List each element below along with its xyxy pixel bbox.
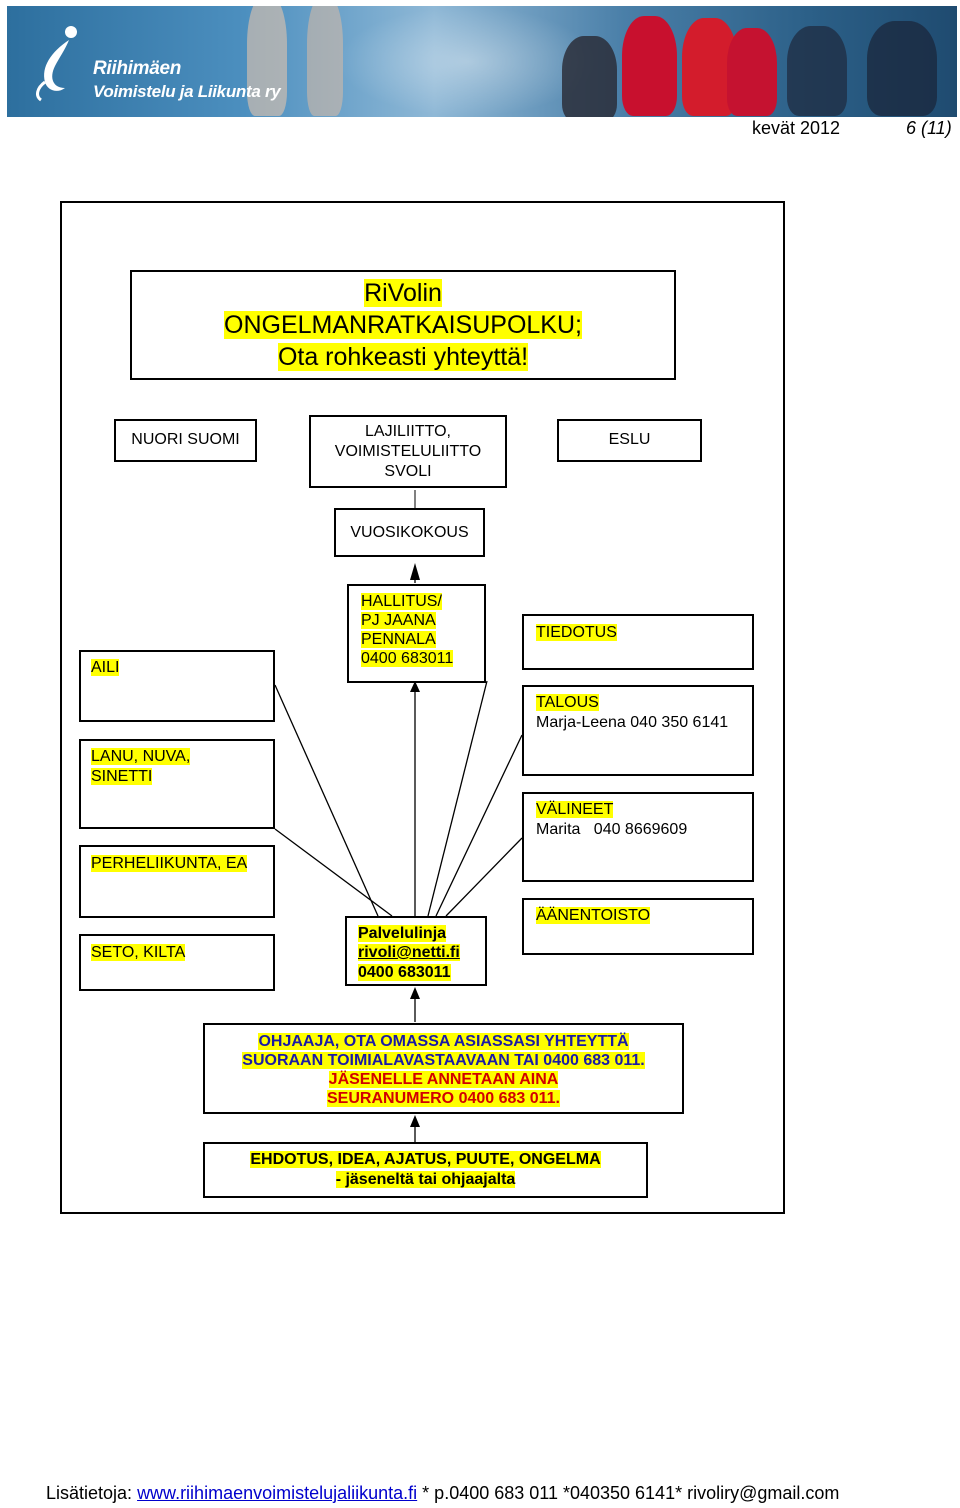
- aanentoisto-box: ÄÄNENTOISTO: [522, 898, 754, 955]
- gymnast-figure: [247, 6, 287, 116]
- gymnast-figure: [307, 6, 343, 116]
- valineet-label: VÄLINEET: [536, 801, 614, 818]
- gymnast-figure: [622, 16, 677, 116]
- tiedotus-box: TIEDOTUS: [522, 614, 754, 670]
- title-line2: ONGELMANRATKAISUPOLKU;: [224, 311, 582, 339]
- lajiliitto-line1: LAJILIITTO,: [365, 423, 451, 440]
- lajiliitto-line3: SVOLI: [384, 463, 432, 480]
- ehdotus-line1: EHDOTUS, IDEA, AJATUS, PUUTE, ONGELMA: [250, 1151, 601, 1168]
- valineet-box: VÄLINEET Marita 040 8669609: [522, 792, 754, 882]
- title-line1: RiVolin: [364, 279, 442, 307]
- connector-line: [435, 734, 523, 917]
- arrow-head: [410, 987, 420, 999]
- lanu-box: LANU, NUVA, SINETTI: [79, 739, 275, 829]
- connector-line: [427, 680, 488, 917]
- org-logo-icon: [36, 26, 77, 102]
- hallitus-box: HALLITUS/ PJ JAANA PENNALA 0400 683011: [347, 584, 486, 683]
- ohjaaja-line4: SEURANUMERO 0400 683 011.: [327, 1090, 560, 1107]
- palvelulinja-phone: 0400 683011: [358, 964, 451, 981]
- seto-label: SETO, KILTA: [91, 944, 186, 961]
- footer: Lisätietoja: www.riihimaenvoimistelujali…: [46, 1483, 839, 1504]
- header-date: kevät 2012: [752, 118, 841, 138]
- gymnast-figure: [727, 28, 777, 116]
- lanu-line1: LANU, NUVA,: [91, 748, 191, 765]
- gymnast-figure: [867, 21, 937, 116]
- connector-line: [445, 837, 523, 917]
- gymnast-figure: [787, 26, 847, 116]
- banner-glow: [337, 6, 597, 117]
- vuosikokous-label: VUOSIKOKOUS: [350, 524, 469, 541]
- footer-contacts: * p.0400 683 011 *040350 6141* rivoliry@…: [417, 1483, 840, 1503]
- arrow-head: [410, 681, 420, 692]
- nuori-suomi-box: NUORI SUOMI: [114, 419, 257, 462]
- lajiliitto-box: LAJILIITTO, VOIMISTELULIITTO SVOLI: [309, 415, 507, 488]
- seto-box: SETO, KILTA: [79, 934, 275, 991]
- footer-prefix: Lisätietoja:: [46, 1483, 138, 1503]
- eslu-label: ESLU: [608, 431, 651, 448]
- nuori-suomi-label: NUORI SUOMI: [131, 431, 240, 448]
- arrow-head: [410, 1115, 420, 1127]
- perheliikunta-label: PERHELIIKUNTA, EA: [91, 855, 248, 872]
- aanentoisto-label: ÄÄNENTOISTO: [536, 907, 651, 924]
- ohjaaja-line1: OHJAAJA, OTA OMASSA ASIASSASI YHTEYTTÄ: [258, 1033, 629, 1050]
- talous-label: TALOUS: [536, 694, 599, 711]
- valineet-contact: Marita 040 8669609: [536, 821, 688, 838]
- arrow-head: [410, 563, 420, 580]
- org-name-line1: Riihimäen: [93, 58, 182, 79]
- ehdotus-box: EHDOTUS, IDEA, AJATUS, PUUTE, ONGELMA - …: [203, 1142, 648, 1198]
- lajiliitto-line2: VOIMISTELULIITTO: [334, 443, 482, 460]
- talous-box: TALOUS Marja-Leena 040 350 6141: [522, 685, 754, 776]
- ehdotus-line2: - jäseneltä tai ohjaajalta: [335, 1171, 516, 1188]
- hallitus-phone: 0400 683011: [361, 650, 454, 667]
- palvelulinja-label: Palvelulinja: [358, 925, 447, 942]
- connector-line: [274, 828, 393, 917]
- chart-frame: [60, 201, 785, 1214]
- ohjaaja-line3: JÄSENELLE ANNETAAN AINA: [328, 1071, 559, 1088]
- ohjaaja-box: OHJAAJA, OTA OMASSA ASIASSASI YHTEYTTÄ S…: [203, 1023, 684, 1114]
- eslu-box: ESLU: [557, 419, 702, 462]
- palvelulinja-email: rivoli@netti.fi: [358, 944, 460, 961]
- connector-line: [274, 684, 379, 917]
- perheliikunta-box: PERHELIIKUNTA, EA: [79, 845, 275, 918]
- header-banner: Riihimäen Voimistelu ja Liikunta ry: [7, 6, 957, 117]
- talous-contact: Marja-Leena 040 350 6141: [536, 714, 729, 731]
- title-box: RiVolin ONGELMANRATKAISUPOLKU; Ota rohke…: [130, 270, 676, 380]
- tiedotus-label: TIEDOTUS: [536, 624, 617, 641]
- ohjaaja-line2: SUORAAN TOIMIALAVASTAAVAAN TAI 0400 683 …: [242, 1052, 645, 1069]
- hallitus-line2: PJ JAANA: [361, 612, 436, 629]
- aili-label: AILI: [91, 659, 120, 676]
- title-line3: Ota rohkeasti yhteyttä!: [277, 343, 529, 371]
- website-link[interactable]: www.riihimaenvoimistelujaliikunta.fi: [137, 1483, 418, 1503]
- hallitus-line1: HALLITUS/: [361, 593, 442, 610]
- lanu-line2: SINETTI: [91, 768, 153, 785]
- org-name-line2: Voimistelu ja Liikunta ry: [93, 82, 281, 101]
- gymnast-figure: [562, 36, 617, 117]
- aili-box: AILI: [79, 650, 275, 722]
- palvelulinja-box: Palvelulinja rivoli@netti.fi 0400 683011: [345, 916, 487, 986]
- page-number: 6 (11): [906, 118, 952, 138]
- vuosikokous-box: VUOSIKOKOUS: [334, 508, 485, 557]
- hallitus-line3: PENNALA: [361, 631, 436, 648]
